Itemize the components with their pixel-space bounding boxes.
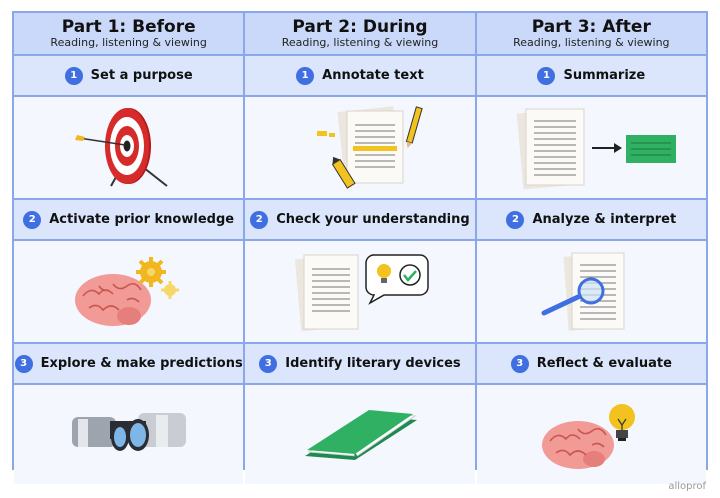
brain-gears-icon [74, 256, 179, 326]
step-number-badge: 1 [296, 66, 315, 85]
step-number-badge: 3 [510, 354, 529, 373]
step-label-cell: 3 Reflect & evaluate [476, 344, 706, 383]
step-label-cell: 2 Activate prior knowledge [14, 200, 244, 239]
step-label: Analyze & interpret [532, 212, 677, 227]
step-number-badge: 1 [64, 66, 83, 85]
reading-strategies-table: Part 1: Before Reading, listening & view… [12, 11, 708, 484]
document-check-icon [294, 253, 429, 331]
step-label-cell: 1 Annotate text [245, 56, 475, 95]
illustration-cell [14, 385, 244, 484]
illustration-cell [245, 241, 475, 342]
illustration-cell [476, 385, 706, 484]
step-label-cell: 3 Explore & make predictions [14, 344, 244, 383]
illustration-cell [476, 241, 706, 342]
column-title: Part 3: After [531, 17, 651, 37]
column-title: Part 2: During [292, 17, 428, 37]
alloprof-logo: alloprof [668, 481, 706, 492]
step-number-badge: 2 [23, 210, 42, 229]
step-label: Summarize [563, 68, 646, 83]
step-label-cell: 1 Set a purpose [14, 56, 244, 95]
step-label-cell: 2 Analyze & interpret [476, 200, 706, 239]
illustration-cell [245, 97, 475, 198]
step-label: Activate prior knowledge [49, 212, 235, 227]
column-subtitle: Reading, listening & viewing [513, 36, 670, 49]
annotated-document-icon [316, 105, 423, 189]
binoculars-icon [71, 412, 186, 451]
step-label: Check your understanding [276, 212, 470, 227]
illustration-cell [14, 97, 244, 198]
illustration-cell [245, 385, 475, 484]
illustration-cell [476, 97, 706, 198]
column-subtitle: Reading, listening & viewing [50, 36, 207, 49]
illustration-cell [14, 241, 244, 342]
column-title: Part 1: Before [61, 17, 196, 37]
step-number-badge: 2 [250, 210, 269, 229]
magnifier-document-icon [541, 252, 625, 331]
step-label: Identify literary devices [285, 356, 461, 371]
brain-lightbulb-icon [542, 403, 636, 469]
header-after: Part 3: After Reading, listening & viewi… [476, 13, 706, 54]
step-number-badge: 2 [506, 210, 525, 229]
step-label-cell: 3 Identify literary devices [245, 344, 475, 383]
summary-arrow-icon [517, 108, 677, 189]
step-number-badge: 3 [259, 354, 278, 373]
step-label: Explore & make predictions [40, 356, 243, 371]
step-number-badge: 3 [14, 354, 33, 373]
step-label: Set a purpose [90, 68, 193, 83]
step-label: Annotate text [322, 68, 424, 83]
open-book-icon [304, 409, 417, 460]
step-label-cell: 1 Summarize [476, 56, 706, 95]
target-icon [74, 107, 168, 187]
header-during: Part 2: During Reading, listening & view… [245, 13, 475, 54]
step-number-badge: 1 [537, 66, 556, 85]
header-before: Part 1: Before Reading, listening & view… [14, 13, 244, 54]
column-subtitle: Reading, listening & viewing [281, 36, 439, 49]
step-label-cell: 2 Check your understanding [245, 200, 475, 239]
step-label: Reflect & evaluate [536, 356, 672, 371]
